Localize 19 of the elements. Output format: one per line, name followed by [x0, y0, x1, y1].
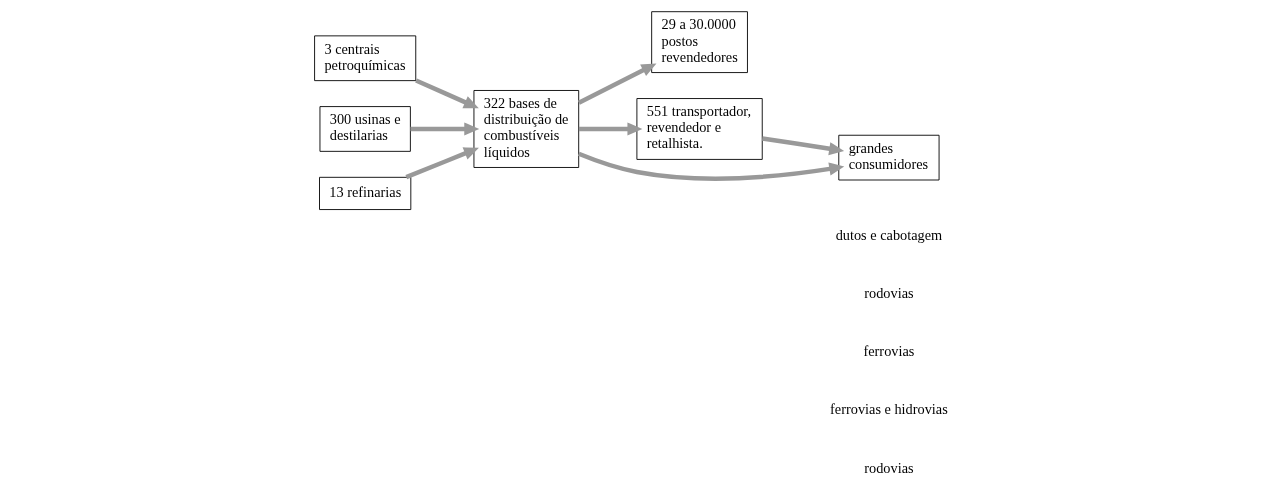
arrow [578, 122, 643, 136]
arrow [577, 63, 657, 105]
node-box: 13 refinarias [319, 176, 412, 210]
node-box: 29 a 30.0000 postos revendedores [651, 11, 748, 73]
label: rodovias [864, 285, 914, 302]
label: ferrovias [863, 343, 915, 360]
arrow [405, 147, 479, 180]
arrow [762, 136, 845, 156]
label: ferrovias e hidrovias [830, 401, 948, 418]
arrow [410, 122, 480, 136]
node-box: 322 bases de distribuição de combustíveis líquidos [473, 90, 580, 168]
node-box: 3 centrais petroquímicas [314, 35, 417, 82]
arrow [415, 78, 479, 109]
label: dutos e cabotagem [835, 226, 943, 243]
node-box: 300 usinas e destilarias [319, 106, 411, 152]
arrow [577, 151, 845, 181]
node-box: grandes consumidores [838, 134, 940, 181]
node-box: 551 transportador, revendedor e retalhista. [636, 98, 763, 160]
label: rodovias [864, 459, 914, 476]
